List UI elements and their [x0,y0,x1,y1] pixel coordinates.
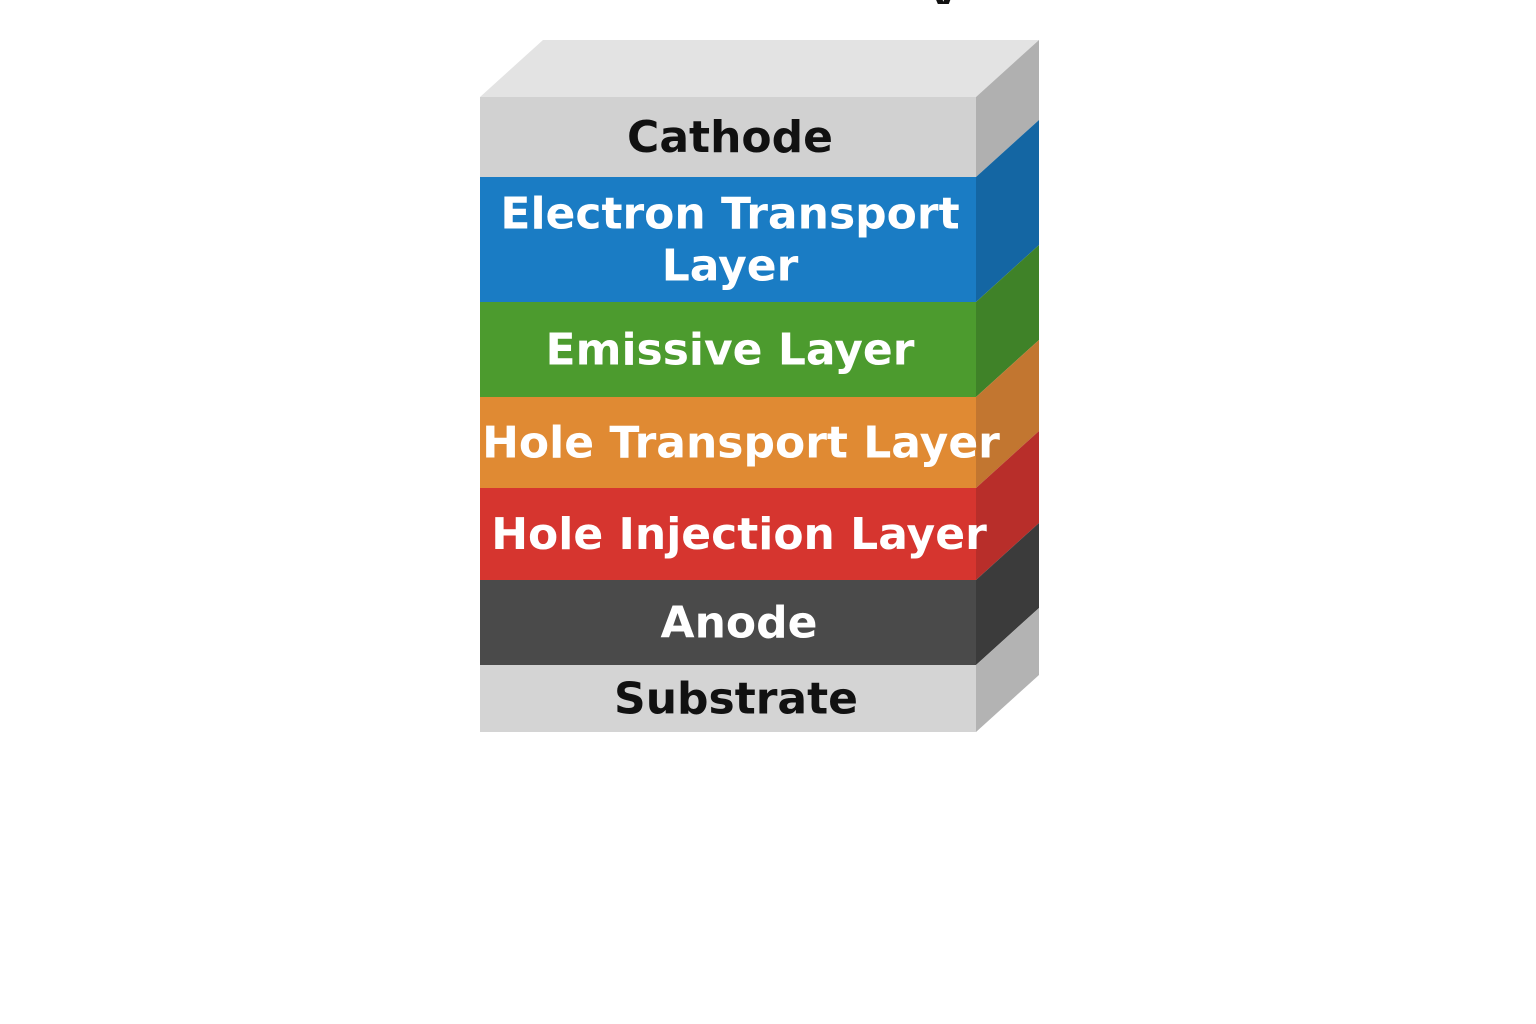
layer-label-line: Emissive Layer [546,324,915,375]
layer-front-face [480,97,976,177]
layer-label: Substrate [614,673,858,724]
layer-front-face [480,302,976,397]
layer-label: Hole Injection Layer [491,509,987,560]
layer-label: Emissive Layer [546,324,915,375]
layer-hole-injection-layer: Hole Injection Layer [480,431,1039,580]
layer-label-line: Hole Injection Layer [491,509,987,560]
layer-side-face [976,340,1039,488]
block-top-face [480,40,1039,97]
layer-front-face [480,488,976,580]
layer-front-face [480,397,976,488]
layer-hole-transport-layer: Hole Transport Layer [480,340,1039,488]
layer-side-face [976,608,1039,732]
layer-side-face [976,431,1039,580]
layer-emissive-layer: Emissive Layer [480,245,1039,397]
layer-label: Hole Transport Layer [482,417,1000,468]
title-fragment: y [930,0,970,4]
layer-front-face [480,177,976,302]
layer-anode: Anode [480,523,1039,665]
layer-side-face [976,523,1039,665]
layer-label-line: Hole Transport Layer [482,417,1000,468]
layer-side-face [976,40,1039,177]
layer-label-line: Cathode [627,112,833,163]
layer-label: Cathode [627,112,833,163]
layer-label-line: Layer [662,240,799,291]
layer-label-line: Substrate [614,673,858,724]
layer-substrate: Substrate [480,608,1039,732]
layer-label: Anode [661,597,818,648]
layer-label-line: Anode [661,597,818,648]
layer-front-face [480,665,976,732]
layer-side-face [976,245,1039,397]
layer-cathode: Cathode [480,40,1039,177]
layer-front-face [480,580,976,665]
layer-side-face [976,120,1039,302]
layer-label-line: Electron Transport [500,188,959,239]
